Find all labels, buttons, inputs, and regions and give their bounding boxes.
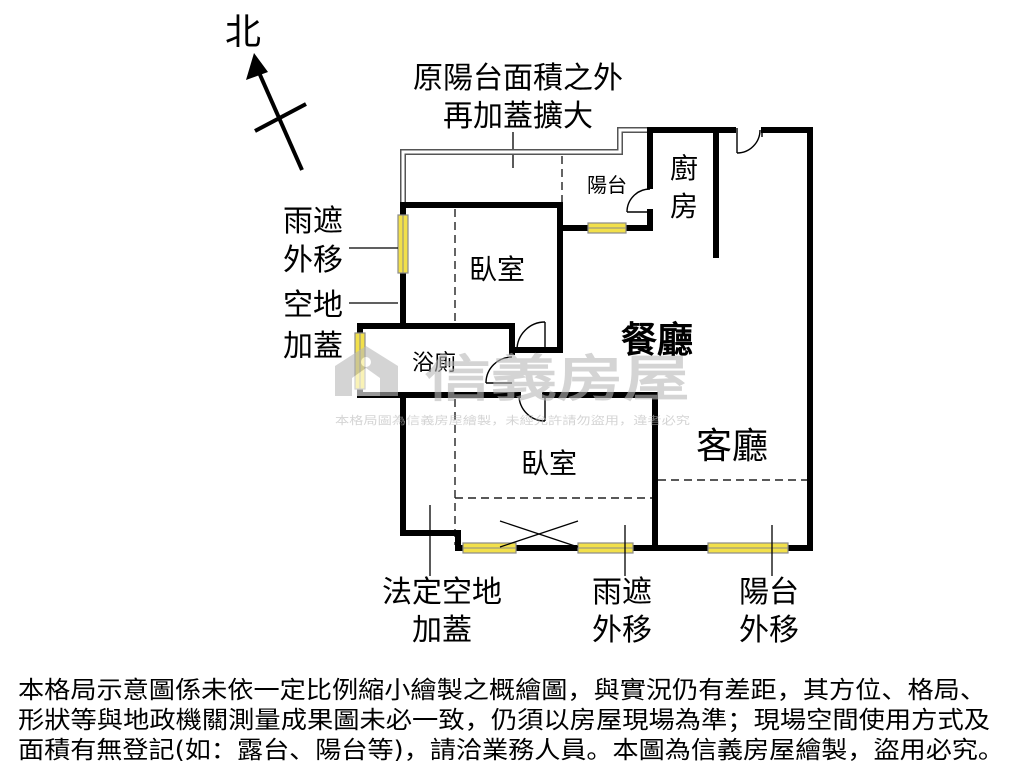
watermark-notice: 本格局圖為信義房屋繪製，未經允許請勿盜用，違者必究 [335, 413, 690, 427]
disclaimer-line-3: 面積有無登記(如：露台、陽台等)，請洽業務人員。本圖為信義房屋繪製，盜用必究。 [18, 736, 1004, 764]
north-label: 北 [225, 12, 261, 53]
cross-mark-icon [499, 520, 579, 548]
bottom-rain-cover-line-1: 雨遮 [592, 575, 652, 610]
left-open-space-line-2: 加蓋 [283, 329, 343, 364]
door-bedroom-upper-icon [516, 321, 546, 351]
window-living-south [707, 542, 789, 554]
left-open-space-line-1: 空地 [283, 288, 343, 323]
left-rain-cover-line-2: 外移 [283, 243, 343, 278]
extension-outline-inner [401, 128, 652, 207]
north-arrow-head-icon [246, 53, 268, 80]
door-entry-icon [736, 127, 763, 154]
bottom-rain-cover-line-2: 外移 [592, 613, 652, 648]
bottom-balcony-line-1: 陽台 [739, 575, 799, 610]
room-living: 客廳 [696, 426, 768, 467]
watermark-brand: 信義房屋 [425, 350, 690, 408]
room-dining: 餐廳 [621, 319, 693, 361]
room-bedroom-upper: 臥室 [469, 253, 525, 286]
north-compass: 北 [225, 12, 307, 171]
bottom-legal-space-line-1: 法定空地 [382, 575, 502, 610]
window-balcony-south [587, 222, 627, 234]
room-balcony: 陽台 [587, 173, 627, 197]
room-kitchen-char-1: 廚 [670, 152, 698, 185]
room-bedroom-lower: 臥室 [521, 447, 577, 480]
window-bedroom-lower-south-2 [577, 542, 634, 554]
top-note-line-1: 原陽台面積之外 [413, 61, 623, 96]
disclaimer-line-2: 形狀等與地政機關測量成果圖未必一致，仍須以房屋現場為準；現場空間使用方式及 [18, 706, 990, 734]
door-bathroom-icon [485, 356, 513, 384]
disclaimer-line-1: 本格局示意圖係未依一定比例縮小繪製之概繪圖，與實況仍有差距，其方位、格局、 [18, 676, 986, 704]
watermark: 信義房屋 本格局圖為信義房屋繪製，未經允許請勿盜用，違者必究 [335, 346, 690, 427]
doors [485, 127, 763, 422]
door-kitchen-icon [626, 188, 651, 213]
room-kitchen-char-2: 房 [670, 190, 698, 223]
door-bedroom-lower-icon [518, 394, 546, 422]
window-bedroom-lower-south-1 [462, 542, 517, 554]
top-note: 原陽台面積之外 再加蓋擴大 [413, 61, 623, 168]
left-rain-cover-line-1: 雨遮 [283, 204, 343, 239]
bottom-legal-space-line-2: 加蓋 [412, 613, 472, 648]
room-bathroom: 浴廁 [412, 351, 456, 376]
north-arrow-crossbar [254, 102, 307, 133]
window-bedroom-upper-west [397, 214, 409, 274]
bottom-balcony-line-2: 外移 [739, 613, 799, 648]
disclaimer: 本格局示意圖係未依一定比例縮小繪製之概繪圖，與實況仍有差距，其方位、格局、 形狀… [18, 676, 1004, 764]
house-logo-icon [335, 346, 398, 396]
top-note-line-2: 再加蓋擴大 [443, 99, 593, 134]
